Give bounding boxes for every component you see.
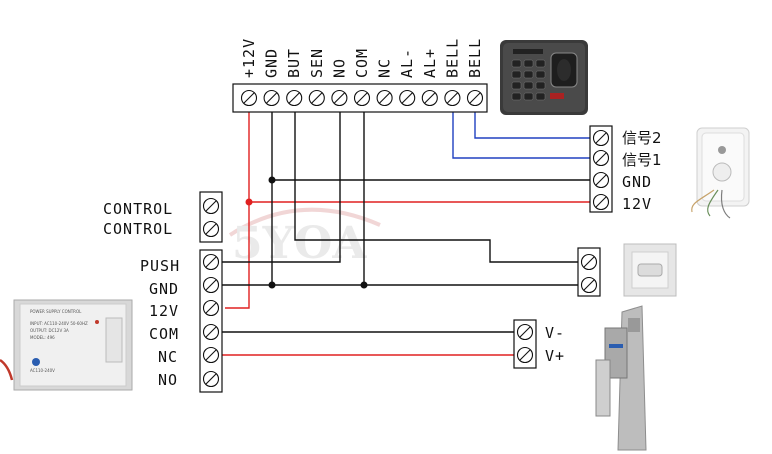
power-output-terminal-screw <box>202 276 220 294</box>
terminal-label: GND <box>263 48 281 78</box>
keypad-key <box>511 81 522 90</box>
doorbell-terminal-screw <box>592 171 610 189</box>
terminal-screw <box>466 89 484 107</box>
lock-terminal-screw <box>516 346 534 364</box>
doorbell-terminal-block <box>589 125 613 213</box>
keypad-key <box>535 70 546 79</box>
12v-label: 12V <box>149 302 179 320</box>
bell-gnd-label: GND <box>622 173 652 191</box>
signal-1-label: 信号1 <box>622 151 662 169</box>
terminal-screw <box>263 89 280 107</box>
signal-2-label: 信号2 <box>622 129 662 147</box>
power-output-labels: PUSH GND 12V COM NC NO <box>140 257 180 389</box>
doorbell-labels: 信号2 信号1 GND 12V <box>622 129 662 213</box>
push-terminal-screw <box>580 276 598 294</box>
doorbell-terminal-screw <box>592 129 610 147</box>
doorbell-image <box>691 127 750 219</box>
terminal-screw <box>286 89 303 107</box>
terminal-screw <box>444 89 461 107</box>
terminal-label: BELL <box>466 38 484 78</box>
doorbell-terminal-screw <box>592 193 610 211</box>
power-output-terminal-block <box>199 249 223 393</box>
power-output-terminal-screw <box>202 299 220 317</box>
keypad-key <box>523 92 534 101</box>
keypad-key <box>535 92 546 101</box>
svg-text:AC110-240V: AC110-240V <box>30 368 55 373</box>
control-terminal-block <box>199 191 223 243</box>
fingerprint-keypad-image <box>500 40 588 115</box>
bell-12v-label: 12V <box>622 195 652 213</box>
svg-text:MODEL: 496: MODEL: 496 <box>30 335 55 340</box>
lock-terminal-screw <box>516 323 534 341</box>
gnd-label: GND <box>149 280 179 298</box>
power-output-terminal-screw <box>202 323 220 341</box>
terminal-screw <box>308 89 325 107</box>
exit-button-image <box>623 243 677 297</box>
control-terminal-screw <box>202 197 220 215</box>
terminal-label: AL- <box>398 48 416 78</box>
keypad-key <box>523 70 534 79</box>
push-terminal-screw <box>580 253 598 271</box>
push-label: PUSH <box>140 257 180 275</box>
keypad-key <box>511 59 522 68</box>
terminal-label: BUT <box>285 48 303 78</box>
terminal-screw <box>376 89 393 107</box>
electric-lock-image <box>595 305 647 451</box>
terminal-label: BELL <box>443 38 461 78</box>
watermark: 5YOA <box>228 207 381 269</box>
lock-terminal-block <box>513 319 537 369</box>
lock-v-plus-label: V+ <box>545 347 565 365</box>
keypad-key <box>535 81 546 90</box>
control-labels: CONTROL CONTROL <box>103 200 173 238</box>
keypad-key <box>511 92 522 101</box>
power-output-terminal-screw <box>202 370 220 388</box>
control-label-1: CONTROL <box>103 200 173 218</box>
terminal-label: AL+ <box>421 48 439 78</box>
lock-v-minus-label: V- <box>545 324 565 342</box>
nc-label: NC <box>158 348 178 366</box>
terminal-screws <box>240 89 484 107</box>
terminal-screw <box>353 89 371 107</box>
terminal-label: +12V <box>240 38 258 78</box>
com-label: COM <box>149 325 179 343</box>
terminal-label: SEN <box>308 48 326 78</box>
svg-text:5YOA: 5YOA <box>232 218 367 269</box>
keypad-key <box>535 59 546 68</box>
control-label-2: CONTROL <box>103 220 173 238</box>
terminal-screw <box>240 89 258 107</box>
power-output-terminal-screw <box>202 253 220 271</box>
svg-text:OUTPUT: DC12V 3A: OUTPUT: DC12V 3A <box>30 328 69 333</box>
svg-text:POWER SUPPLY CONTROL: POWER SUPPLY CONTROL <box>30 309 82 314</box>
terminal-label: COM <box>353 48 371 78</box>
keypad-key <box>511 70 522 79</box>
terminal-screw <box>331 89 348 107</box>
push-terminal-block <box>577 247 601 297</box>
junction-dots <box>245 176 368 289</box>
terminal-screw <box>399 89 416 107</box>
control-terminal-screw <box>202 220 220 238</box>
terminal-label: NC <box>376 58 394 78</box>
svg-text:INPUT: AC110-240V 50-60HZ: INPUT: AC110-240V 50-60HZ <box>30 321 88 326</box>
terminal-label: NO <box>330 58 348 78</box>
power-supply-image: POWER SUPPLY CONTROL INPUT: AC110-240V 5… <box>0 299 133 391</box>
wires <box>220 98 590 356</box>
power-output-terminal-screw <box>202 346 220 364</box>
terminal-screw <box>421 89 438 107</box>
keypad-key <box>523 81 534 90</box>
doorbell-terminal-screw <box>592 149 610 167</box>
no-label: NO <box>158 371 178 389</box>
lock-labels: V- V+ <box>545 324 565 365</box>
keypad-key <box>523 59 534 68</box>
